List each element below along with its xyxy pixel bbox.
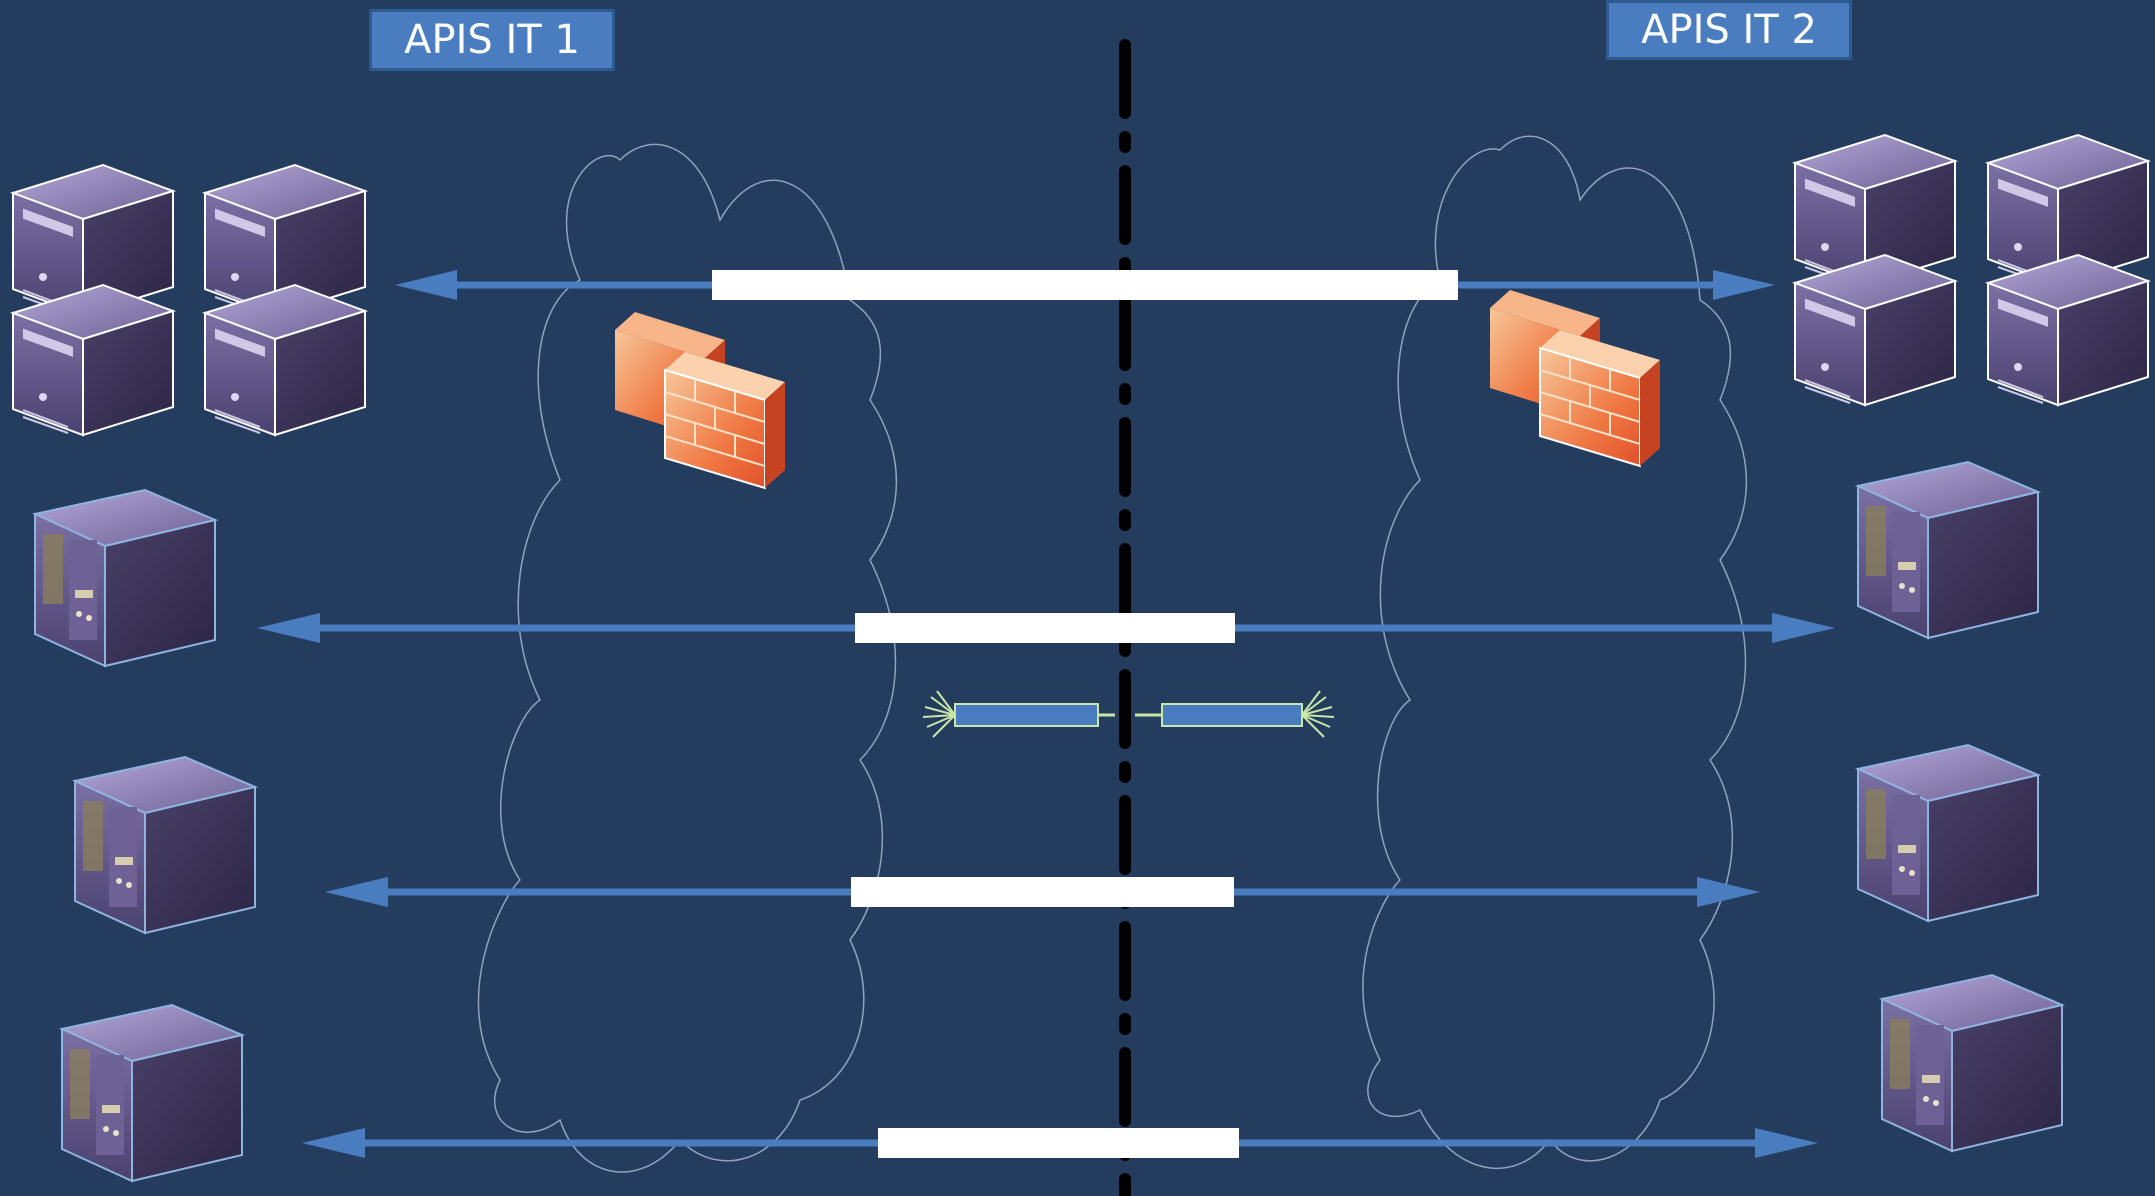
workstation-server-icon [61,1004,243,1182]
workstation-server-icon [34,489,216,667]
cloud-icon [1362,135,1747,1169]
workstation-server-icon [1857,461,2039,639]
site-label-text: APIS IT 1 [404,17,580,63]
tower-server-icon [204,284,366,436]
site-label-apis-it-1: APIS IT 1 [369,9,615,71]
fiber-cable-icon [922,690,1335,738]
tower-server-icon [1794,254,1956,406]
tunnel-bar [712,270,1458,300]
cloud-icon [477,143,897,1173]
tunnel-bar [851,877,1234,907]
firewall-icon [614,311,786,489]
site-label-text: APIS IT 2 [1641,7,1817,53]
site-label-apis-it-2: APIS IT 2 [1606,0,1852,60]
workstation-server-icon [1881,974,2063,1152]
firewall-icon [1489,289,1661,467]
tunnel-bar [855,613,1235,643]
workstation-server-icon [1857,744,2039,922]
tunnel-bar [878,1128,1239,1158]
workstation-server-icon [74,756,256,934]
tower-server-icon [12,284,174,436]
tower-server-icon [1987,254,2149,406]
